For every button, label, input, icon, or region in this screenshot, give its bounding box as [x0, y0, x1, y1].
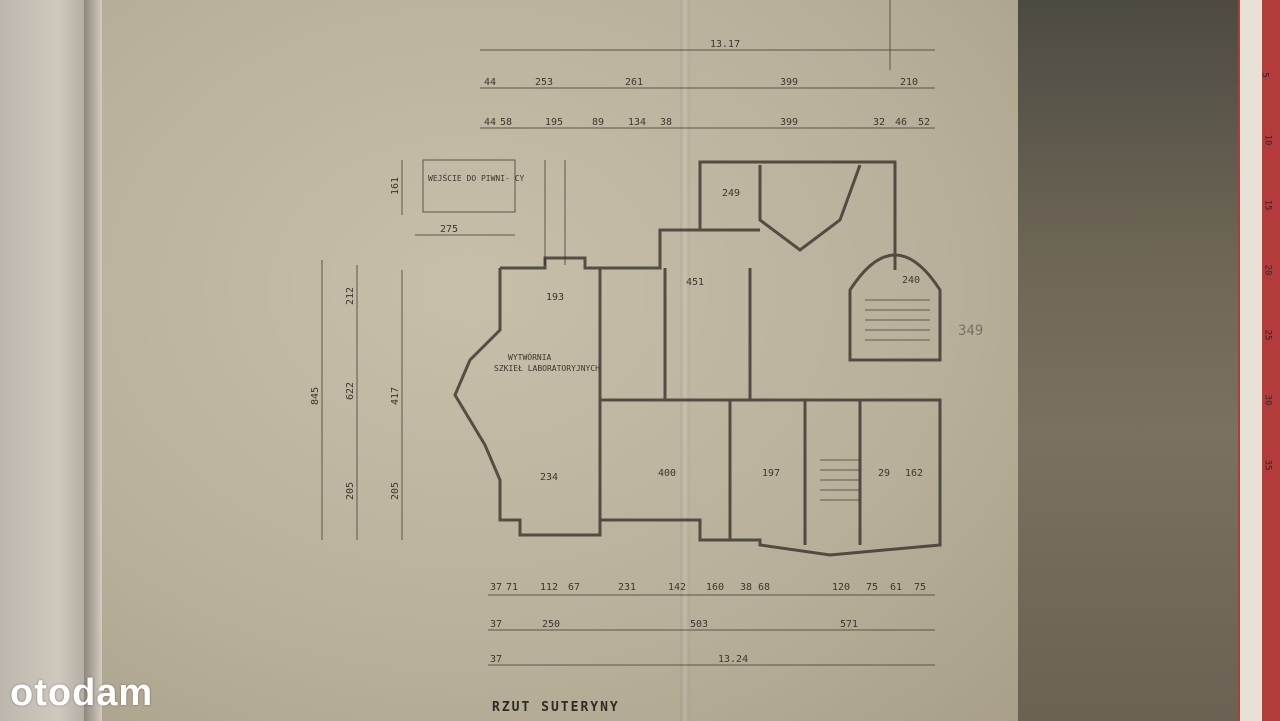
dim-label: 68	[758, 582, 770, 593]
dim-label: 44	[484, 77, 496, 88]
dim-label: 37	[490, 654, 502, 665]
dim-label: 205	[390, 482, 401, 500]
dim-top-total: 13.17	[710, 39, 740, 50]
dim-label: 75	[866, 582, 878, 593]
dim-entrance-width: 275	[440, 224, 458, 235]
dim-label: 250	[542, 619, 560, 630]
ruler-edge	[1262, 0, 1280, 721]
room-dim: 193	[546, 292, 564, 303]
dim-label: 622	[345, 382, 356, 400]
dim-label: 160	[706, 582, 724, 593]
dim-label: 61	[890, 582, 902, 593]
dim-label: 75	[914, 582, 926, 593]
dim-label: 71	[506, 582, 518, 593]
dim-label: 417	[390, 387, 401, 405]
dim-label: 845	[310, 387, 321, 405]
dim-label: 134	[628, 117, 646, 128]
workshop-label-1: WYTWÓRNIA	[508, 351, 552, 362]
workshop-label-2: SZKIEŁ LABORATORYJNYCH	[494, 364, 600, 373]
room-dim: 451	[686, 277, 704, 288]
room-dim: 162	[905, 468, 923, 479]
dim-label: 46	[895, 117, 907, 128]
plan-title: RZUT SUTERYNY	[492, 700, 620, 715]
dim-label: 37	[490, 582, 502, 593]
dim-label: 89	[592, 117, 604, 128]
dim-label: 112	[540, 582, 558, 593]
dim-bottom-total: 13.24	[718, 654, 748, 665]
room-dim: 29	[878, 468, 890, 479]
dim-label: 52	[918, 117, 930, 128]
dim-label: 210	[900, 77, 918, 88]
dim-label: 503	[690, 619, 708, 630]
entrance-note: WEJŚCIE DO PIWNI- CY	[428, 172, 525, 183]
paper-fold	[680, 0, 690, 721]
dim-label: 399	[780, 117, 798, 128]
dim-label: 212	[345, 287, 356, 305]
dim-label: 38	[660, 117, 672, 128]
room-dim: 197	[762, 468, 780, 479]
dim-label: 261	[625, 77, 643, 88]
room-dim: 240	[902, 275, 920, 286]
dim-label: 32	[873, 117, 885, 128]
dim-label: 37	[490, 619, 502, 630]
room-dim: 234	[540, 472, 558, 483]
dim-label: 58	[500, 117, 512, 128]
room-dim: 249	[722, 188, 740, 199]
dim-label: 44	[484, 117, 496, 128]
dim-label: 399	[780, 77, 798, 88]
watermark-logo: otodam	[10, 672, 154, 714]
binder-cover	[0, 0, 98, 721]
dim-label: 38	[740, 582, 752, 593]
room-dim: 400	[658, 468, 676, 479]
dim-label: 205	[345, 482, 356, 500]
dim-label: 195	[545, 117, 563, 128]
dim-label: 571	[840, 619, 858, 630]
dim-entrance-height: 161	[390, 177, 401, 195]
background-surface	[1018, 0, 1258, 721]
side-note: 349	[958, 323, 983, 339]
dim-label: 67	[568, 582, 580, 593]
page-edge	[84, 0, 102, 721]
dim-label: 231	[618, 582, 636, 593]
dim-label: 120	[832, 582, 850, 593]
dim-label: 253	[535, 77, 553, 88]
dim-label: 142	[668, 582, 686, 593]
